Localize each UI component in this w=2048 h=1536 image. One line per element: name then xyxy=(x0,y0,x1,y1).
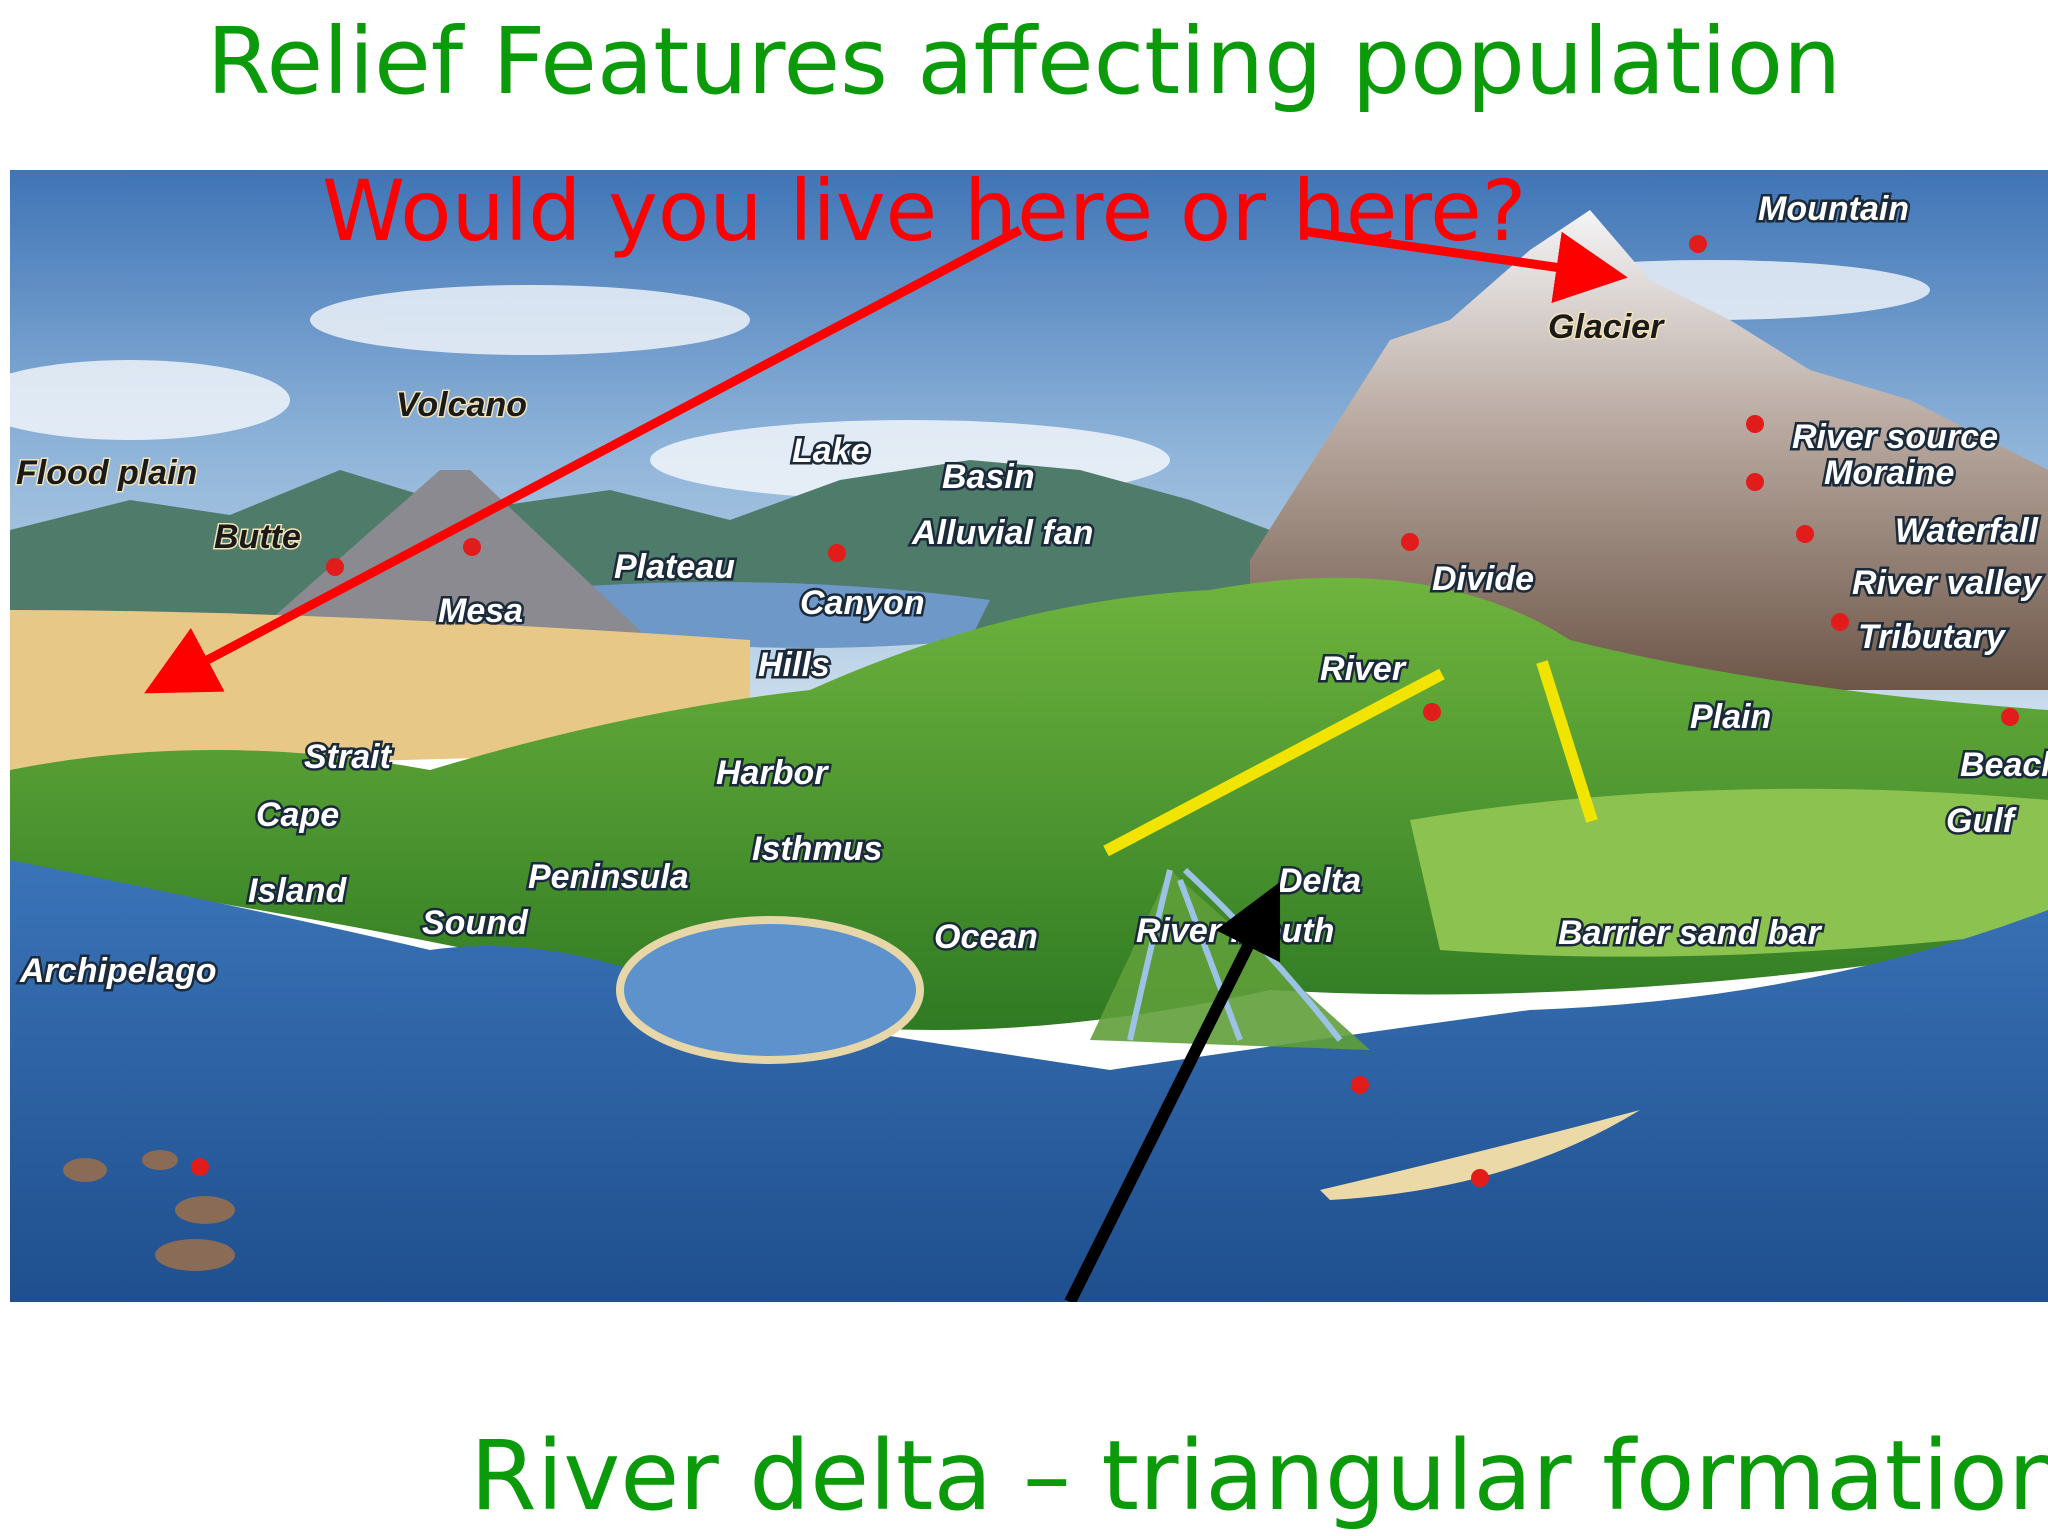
label-island: Island xyxy=(248,872,347,910)
label-gulf: Gulf xyxy=(1946,802,2018,840)
label-barrier-sand-bar: Barrier sand bar xyxy=(1558,914,1822,952)
black-arrow-delta xyxy=(1064,881,1281,1302)
label-plateau: Plateau xyxy=(614,548,735,586)
label-river-valley: River valley xyxy=(1852,564,2043,602)
label-glacier: Glacier xyxy=(1548,308,1665,346)
slide-title: Relief Features affecting population xyxy=(206,8,1842,115)
label-strait: Strait xyxy=(304,738,393,776)
delta-outline-left xyxy=(1103,668,1445,857)
red-arrow-flood-plain xyxy=(144,226,1023,694)
label-delta: Delta xyxy=(1278,862,1361,900)
label-plain: Plain xyxy=(1690,698,1771,736)
harbor-water xyxy=(616,916,924,1064)
delta-outline-right xyxy=(1536,660,1598,823)
label-hills: Hills xyxy=(758,646,830,684)
label-lake: Lake xyxy=(792,432,870,470)
label-canyon: Canyon xyxy=(800,584,925,622)
label-mesa: Mesa xyxy=(438,592,523,630)
label-isthmus: Isthmus xyxy=(752,830,882,868)
volcano xyxy=(270,470,650,640)
archipelago-islands xyxy=(63,1150,235,1271)
barrier-sand-bar xyxy=(1320,1110,1640,1200)
marker-dots xyxy=(191,235,2019,1187)
mountain xyxy=(1250,210,2048,690)
label-flood-plain: Flood plain xyxy=(16,454,197,492)
label-volcano: Volcano xyxy=(396,386,527,424)
lake xyxy=(530,582,990,648)
label-moraine: Moraine xyxy=(1824,454,1954,492)
label-sound: Sound xyxy=(422,904,529,942)
label-river: River xyxy=(1320,650,1407,688)
label-basin: Basin xyxy=(942,458,1035,496)
label-river-mouth: River mouth xyxy=(1136,912,1334,950)
plain-area xyxy=(1410,788,2048,957)
label-mountain: Mountain xyxy=(1758,190,1909,228)
label-archipelago: Archipelago xyxy=(19,952,216,990)
label-butte: Butte xyxy=(214,518,301,556)
question-text: Would you live here or here? xyxy=(322,170,1526,260)
label-river-source: River source xyxy=(1792,418,1998,456)
label-harbor: Harbor xyxy=(716,754,829,792)
label-cape: Cape xyxy=(256,796,339,834)
label-alluvial-fan: Alluvial fan xyxy=(911,514,1093,552)
label-divide: Divide xyxy=(1432,560,1534,598)
label-tributary: Tributary xyxy=(1858,618,2007,656)
caption-river-delta: River delta – triangular formation xyxy=(470,1420,2048,1532)
red-arrow-mountain xyxy=(1301,226,1628,304)
label-waterfall: Waterfall xyxy=(1895,512,2040,550)
label-peninsula: Peninsula xyxy=(528,858,689,896)
ocean-area xyxy=(10,860,2048,1302)
label-beach: Beach xyxy=(1960,746,2048,784)
label-ocean: Ocean xyxy=(934,918,1038,956)
landform-illustration: Mountain Glacier River source Moraine Wa… xyxy=(10,170,2048,1302)
